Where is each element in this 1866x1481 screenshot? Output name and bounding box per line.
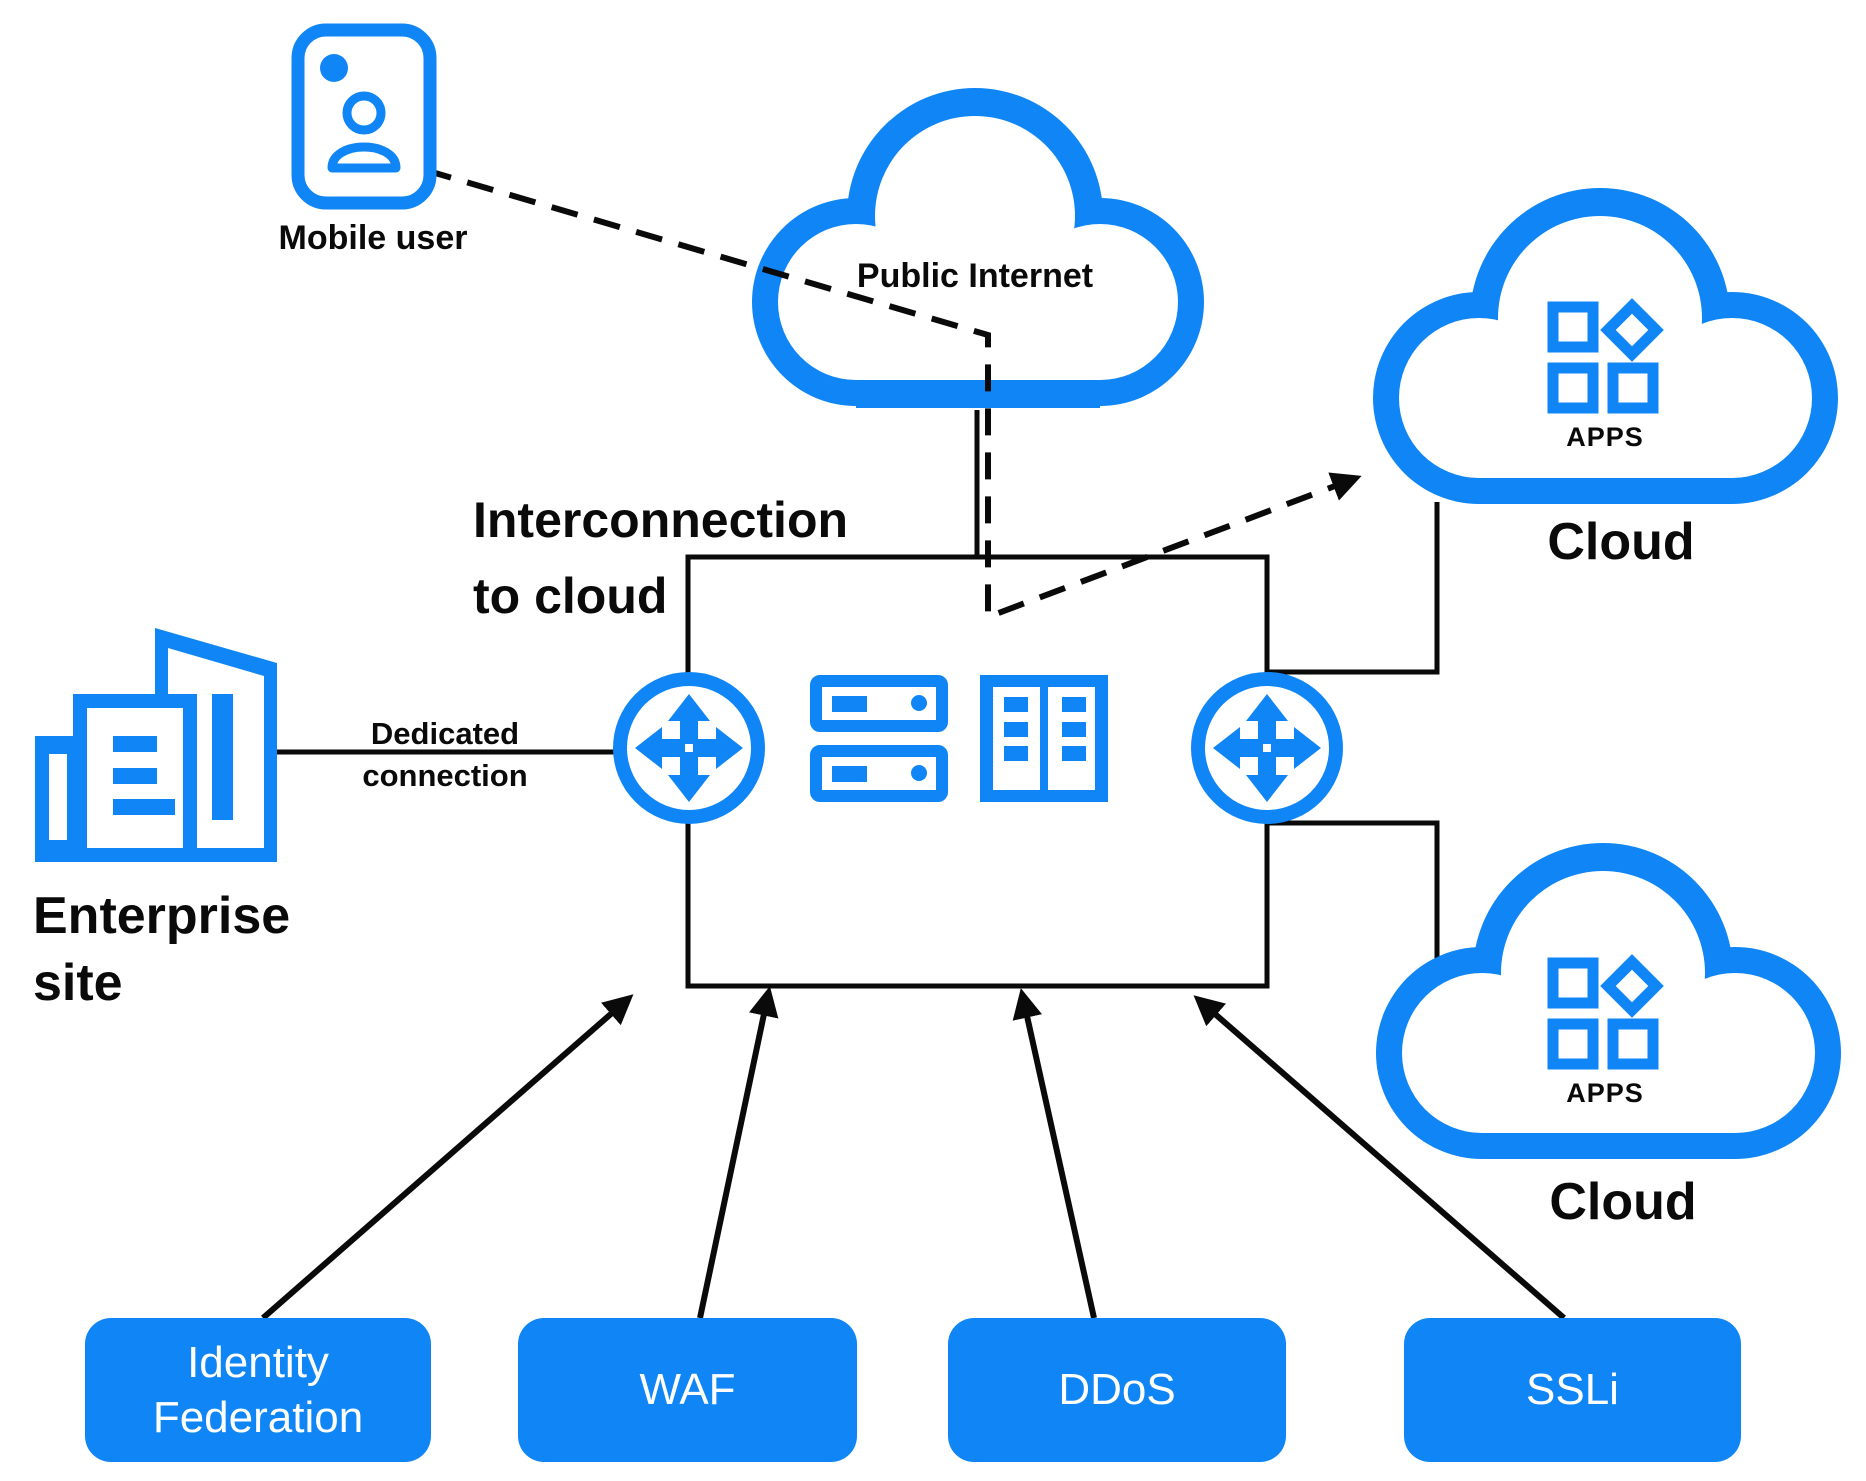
identity-federation-arrow [261,994,634,1321]
box-to-top-cloud-line [1267,502,1440,675]
ssli-arrow [1193,995,1566,1321]
router-icon [613,672,765,824]
top-cloud-label: Cloud [1547,513,1694,571]
mobile-user-icon [291,23,437,210]
public-internet-cloud-icon [752,88,1204,408]
ddos-label: DDoS [1058,1365,1176,1415]
bottom-cloud-icon [1376,843,1841,1159]
apps-icon [1547,954,1664,1070]
bottom-cloud-label: Cloud [1549,1173,1696,1231]
identity-federation-label-line2: Federation [152,1393,364,1442]
top-cloud-icon [1373,188,1838,504]
waf-label: WAF [639,1365,736,1415]
dedicated-connection-label-line1: Dedicated [371,716,519,751]
server-rack-icon [980,675,1108,802]
mobile-traffic-dashed-arrow [424,167,1362,622]
ssli-button[interactable]: SSLi [1404,1318,1741,1462]
ssli-label: SSLi [1526,1365,1619,1415]
interconnection-label-line2: to cloud [473,568,667,624]
identity-federation-button[interactable]: Identity Federation [85,1318,431,1462]
interconnection-box [685,554,1270,989]
router-icon [1191,672,1343,824]
enterprise-building-icon [35,628,277,862]
waf-button[interactable]: WAF [518,1318,857,1462]
bottom-cloud-apps-label: APPS [1566,1078,1644,1108]
dedicated-connection-label-line2: connection [362,758,527,793]
server-stack-icon [810,675,948,802]
identity-federation-label-line1: Identity [187,1337,329,1387]
box-to-bottom-cloud-line [1267,820,1440,965]
top-cloud-apps-label: APPS [1566,422,1644,452]
interconnection-label-line1: Interconnection [473,492,848,548]
enterprise-site-label-line1: Enterprise [33,887,290,945]
mobile-user-label: Mobile user [279,219,468,257]
enterprise-site-label-line2: site [33,954,123,1012]
ddos-button[interactable]: DDoS [948,1318,1286,1462]
ddos-arrow [1012,988,1097,1319]
public-internet-label: Public Internet [857,257,1093,295]
waf-arrow [697,986,779,1319]
connector-lines [261,410,1566,1321]
apps-icon [1547,298,1664,414]
